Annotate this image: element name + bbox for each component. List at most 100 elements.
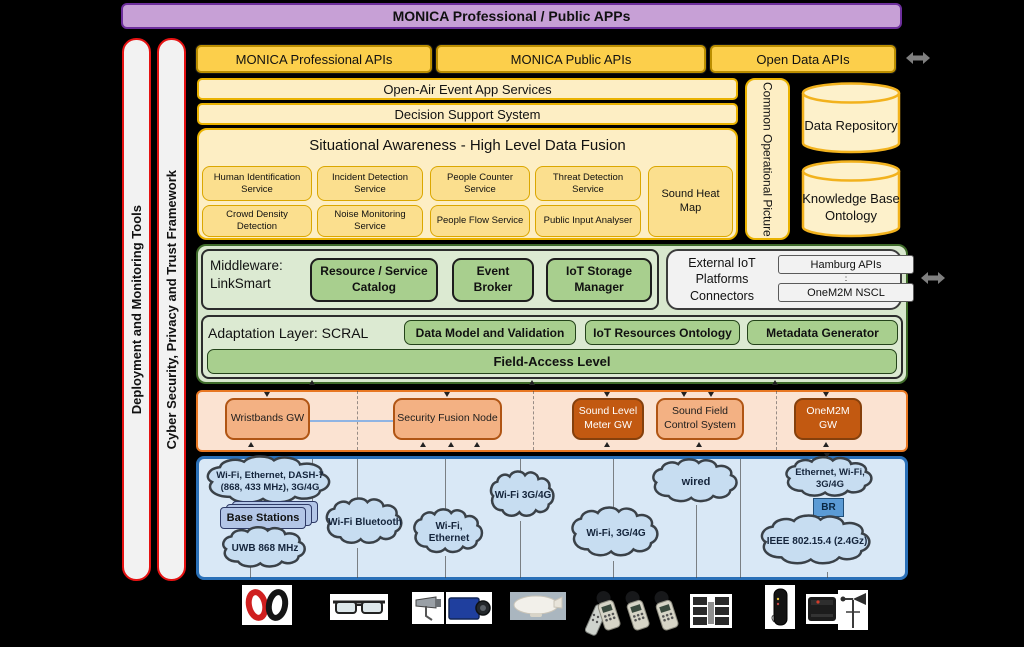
connector-line	[250, 566, 251, 578]
down-arrow-icon	[444, 392, 450, 397]
down-arrow-icon	[681, 392, 687, 397]
up-arrow-icon	[604, 442, 610, 447]
external-iot-connectors-label: External IoT Platforms Connectors	[688, 256, 756, 303]
human-identification-service: Human Identification Service	[202, 166, 312, 201]
cyber-security-label: Cyber Security, Privacy and Trust Framew…	[164, 169, 179, 450]
connector-line	[520, 459, 521, 473]
wristbands-securitynode-link	[310, 420, 393, 422]
anemometer-icon	[838, 590, 868, 630]
people-counter-service: People Counter Service	[430, 166, 530, 201]
network-cloud-wifi-ethernet: Wi-Fi, Ethernet	[410, 508, 488, 558]
sound-heat-map: Sound Heat Map	[648, 166, 733, 237]
wristbands-gw: Wristbands GW	[225, 398, 310, 440]
network-cloud-wifi-3g4g-wide-label: Wi-Fi, 3G/4G	[586, 527, 646, 539]
noise-monitoring-service: Noise Monitoring Service	[317, 205, 423, 237]
cylinder-icon	[801, 82, 901, 154]
people-flow-service: People Flow Service	[430, 205, 530, 237]
sound-level-meter-icon	[592, 590, 682, 632]
up-arrow-icon	[696, 442, 702, 447]
network-cloud-dash7: Wi-Fi, Ethernet, DASH-7 (868, 433 MHz), …	[200, 455, 340, 509]
network-cloud-ethernet-wifi-label: Ethernet, Wi-Fi, 3G/4G	[795, 466, 865, 490]
wristbands-icon	[242, 585, 292, 625]
handheld-gateway-icon	[765, 585, 795, 629]
threat-detection-service: Threat Detection Service	[535, 166, 641, 201]
connector-line	[520, 521, 521, 578]
up-arrow-icon	[772, 380, 778, 385]
event-broker: Event Broker	[452, 258, 534, 302]
smart-glasses-icon	[330, 594, 388, 620]
up-arrow-icon	[448, 442, 454, 447]
middleware-linksmart-label: Middleware: LinkSmart	[210, 258, 283, 292]
public-input-analyser: Public Input Analyser	[535, 205, 641, 237]
connector-line	[696, 505, 697, 578]
iot-storage-manager: IoT Storage Manager	[546, 258, 652, 302]
deployment-monitoring-label: Deployment and Monitoring Tools	[129, 204, 144, 415]
down-arrow-icon	[264, 392, 270, 397]
resource-service-catalog: Resource / Service Catalog	[310, 258, 438, 302]
open-air-event-app-services: Open-Air Event App Services	[197, 78, 738, 100]
deployment-monitoring-bar: Deployment and Monitoring Tools	[122, 38, 151, 581]
up-arrow-icon	[823, 442, 829, 447]
security-fusion-node: Security Fusion Node	[393, 398, 502, 440]
connector-line	[827, 572, 828, 578]
down-arrow-icon	[708, 392, 714, 397]
connector-line	[357, 548, 358, 578]
network-cloud-wifi-3g4g-small-label: Wi-Fi 3G/4G	[494, 489, 552, 501]
network-cloud-dash7-label: Wi-Fi, Ethernet, DASH-7 (868, 433 MHz), …	[216, 470, 324, 493]
connector-ellipsis: ⋮	[841, 272, 851, 283]
common-operational-picture-label: Common Operational Picture	[760, 81, 775, 237]
decision-support-system: Decision Support System	[197, 103, 738, 125]
network-cloud-wifi-ethernet-label: Wi-Fi, Ethernet	[428, 520, 470, 545]
connector-line	[445, 459, 446, 511]
network-cloud-wifi-3g4g-small: Wi-Fi 3G/4G	[487, 470, 559, 522]
network-cloud-ieee: IEEE 802.15.4 (2.4Gz)	[755, 514, 879, 570]
apps-title-bar: MONICA Professional / Public APPs	[121, 3, 902, 29]
connector-line	[776, 391, 778, 450]
down-arrow-icon	[823, 392, 829, 397]
open-data-apis: Open Data APIs	[710, 45, 896, 73]
data-repository-cylinder: Data Repository	[800, 80, 902, 156]
network-cloud-ieee-label: IEEE 802.15.4 (2.4Gz)	[766, 535, 868, 547]
connector-line	[445, 556, 446, 578]
situational-awareness-title: Situational Awareness - High Level Data …	[309, 136, 626, 154]
speaker-array-icon	[690, 594, 732, 628]
sound-field-control-system: Sound Field Control System	[656, 398, 744, 440]
network-cloud-wifi-bluetooth: Wi-Fi Bluetooth	[322, 497, 408, 549]
down-arrow-icon	[604, 392, 610, 397]
open-data-sync-arrow-icon	[905, 51, 931, 65]
common-operational-picture-bar: Common Operational Picture	[745, 78, 790, 240]
iot-resources-ontology: IoT Resources Ontology	[585, 320, 740, 345]
up-arrow-icon	[420, 442, 426, 447]
monica-professional-apis: MONICA Professional APIs	[196, 45, 432, 73]
connector-line	[357, 459, 358, 501]
network-cloud-wifi-bluetooth-label: Wi-Fi Bluetooth	[328, 516, 402, 528]
control-box-icon	[806, 594, 838, 624]
knowledge-base-label: Knowledge Base Ontology	[802, 191, 900, 223]
box-camera-icon	[446, 592, 492, 624]
hamburg-apis-chip: Hamburg APIs	[778, 255, 914, 274]
data-repository-label: Data Repository	[804, 117, 898, 133]
external-iot-sync-arrow-icon	[920, 271, 946, 285]
network-cloud-ethernet-wifi: Ethernet, Wi-Fi, 3G/4G	[781, 456, 879, 501]
base-stations-card: Base Stations	[220, 507, 306, 529]
crowd-density-detection: Crowd Density Detection	[202, 205, 312, 237]
adaptation-layer-label: Adaptation Layer: SCRAL	[208, 324, 369, 341]
metadata-generator: Metadata Generator	[747, 320, 898, 345]
network-cloud-uwb-label: UWB 868 MHz	[231, 542, 299, 554]
monica-public-apis: MONICA Public APIs	[436, 45, 706, 73]
network-cloud-wired-label: wired	[681, 475, 711, 488]
network-cloud-wifi-3g4g-wide: Wi-Fi, 3G/4G	[567, 506, 665, 562]
up-arrow-icon	[248, 442, 254, 447]
up-arrow-icon	[309, 380, 315, 385]
down-arrow-icon	[824, 453, 830, 458]
up-arrow-icon	[529, 380, 535, 385]
onem2m-nscl-chip: OneM2M NSCL	[778, 283, 914, 302]
data-model-validation: Data Model and Validation	[404, 320, 576, 345]
sound-level-meter-gw: Sound Level Meter GW	[572, 398, 644, 440]
up-arrow-icon	[474, 442, 480, 447]
connector-line	[740, 459, 741, 578]
connector-line	[533, 391, 535, 450]
knowledge-base-cylinder: Knowledge Base Ontology	[800, 158, 902, 240]
incident-detection-service: Incident Detection Service	[317, 166, 423, 201]
